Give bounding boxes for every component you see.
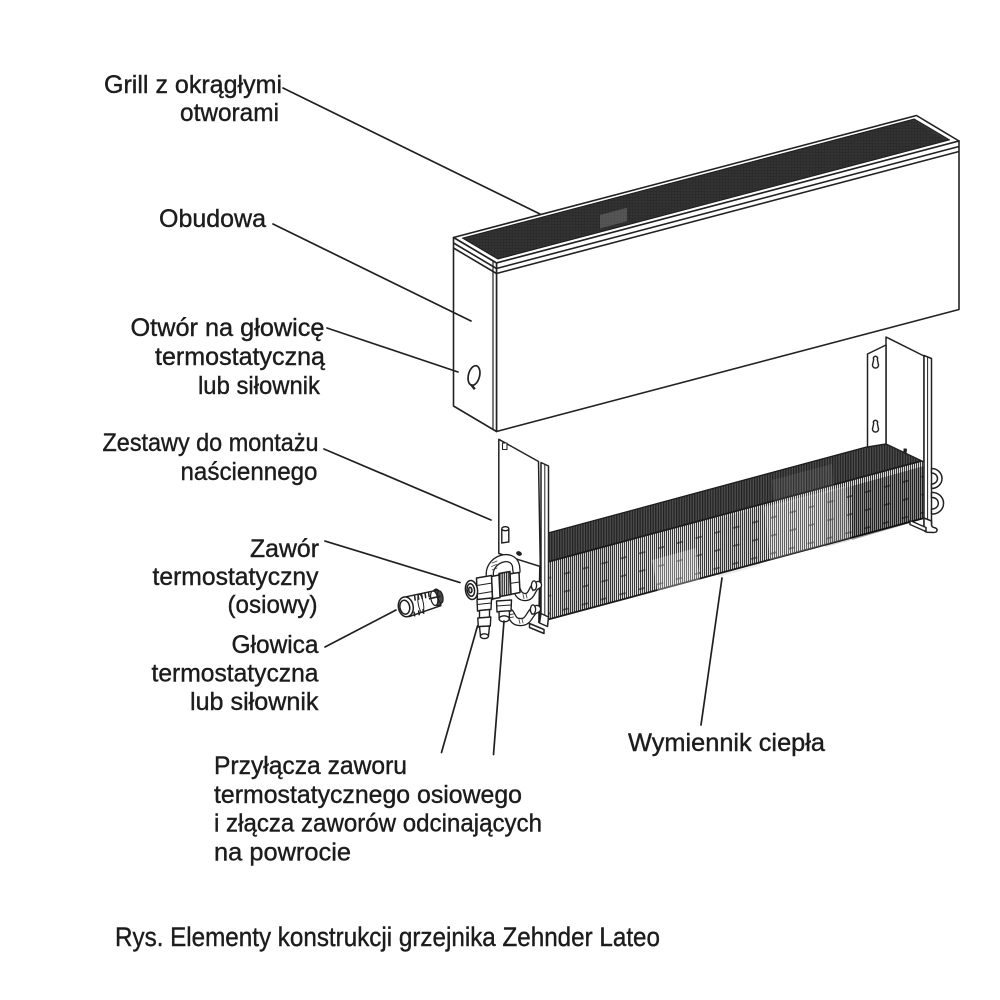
svg-text:termostatycznego osiowego: termostatycznego osiowego [214, 781, 522, 809]
svg-text:termostatyczny: termostatyczny [153, 563, 319, 591]
svg-text:i złącza zaworów odcinających: i złącza zaworów odcinających [214, 810, 542, 838]
svg-text:Głowica: Głowica [232, 631, 319, 659]
svg-text:otworami: otworami [180, 99, 279, 127]
svg-text:Grill z okrągłymi: Grill z okrągłymi [104, 71, 282, 99]
svg-text:na powrocie: na powrocie [214, 839, 351, 867]
svg-text:Zestawy do montażu: Zestawy do montażu [103, 429, 319, 457]
svg-text:Wymiennik ciepła: Wymiennik ciepła [628, 729, 825, 757]
svg-text:(osiowy): (osiowy) [228, 591, 318, 619]
svg-text:Zawór: Zawór [250, 535, 319, 563]
svg-text:Obudowa: Obudowa [159, 205, 266, 233]
svg-text:Przyłącza zaworu: Przyłącza zaworu [214, 752, 407, 780]
svg-text:termostatyczna: termostatyczna [152, 660, 319, 688]
svg-text:Rys. Elementy konstrukcji grze: Rys. Elementy konstrukcji grzejnika Zehn… [115, 922, 660, 952]
svg-text:termostatyczną: termostatyczną [155, 343, 325, 371]
svg-text:naściennego: naściennego [181, 458, 318, 486]
svg-text:Otwór na głowicę: Otwór na głowicę [131, 314, 325, 342]
svg-text:lub siłownik: lub siłownik [198, 372, 320, 400]
svg-text:lub siłownik: lub siłownik [190, 688, 319, 716]
